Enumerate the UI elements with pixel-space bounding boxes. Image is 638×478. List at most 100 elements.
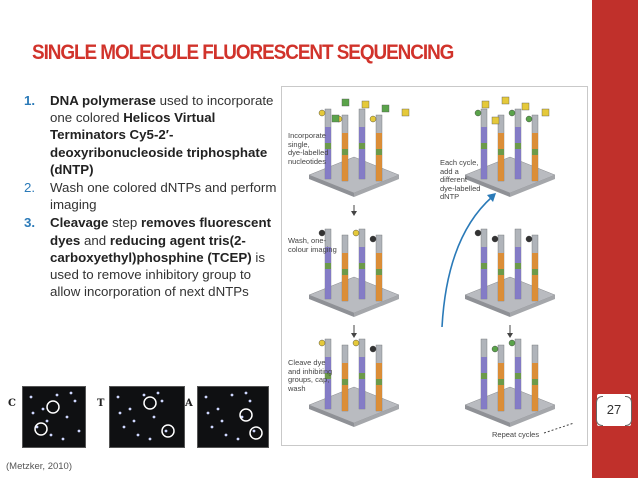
page-number: 27: [596, 394, 632, 426]
flow-cell-plate: [464, 386, 556, 424]
list-number: 3.: [24, 215, 36, 231]
label-cleave: Cleave dye and inhibiting groups, cap, w…: [288, 358, 333, 393]
arrow-head: [351, 211, 357, 216]
dna-strand-segment: [359, 127, 365, 179]
highlight-circle: [46, 400, 60, 414]
dye-label: [491, 235, 499, 243]
label-repeat: Repeat cycles: [492, 430, 540, 439]
dna-strand-segment: [359, 247, 365, 299]
fluorescent-spot: [148, 437, 152, 441]
fluorescent-spot: [128, 407, 132, 411]
dna-strand-segment: [359, 373, 365, 379]
highlight-circle: [161, 424, 175, 438]
list-text: removes fluorescent dyes: [50, 215, 272, 248]
fluorescent-spot: [152, 415, 156, 419]
label-incorporate: Incorporate single, dye-labelled nucleot…: [288, 131, 329, 166]
dye-label: [369, 345, 377, 353]
highlight-circle: [249, 426, 263, 440]
spot-letter-c: C: [8, 398, 16, 409]
list-number: 1.: [24, 93, 36, 108]
dna-strand-segment: [325, 373, 331, 379]
dna-strand-segment: [481, 373, 487, 379]
list-text: used to incorporate one colored: [50, 93, 274, 126]
fluorescent-spot: [41, 407, 45, 411]
dye-label: [318, 229, 326, 237]
highlight-circle: [143, 396, 157, 410]
dna-strand-segment: [325, 127, 331, 179]
fluorescent-spot: [29, 395, 33, 399]
list-text: Wash one colored dNTPs and perform imagi…: [50, 180, 277, 213]
dna-strand-segment: [325, 143, 331, 149]
list-text: is used to remove inhibitory group to al…: [50, 249, 266, 300]
dna-strand-segment: [376, 133, 382, 181]
dna-strand-segment: [342, 133, 348, 181]
dna-strand-segment: [498, 363, 504, 411]
label-each-cycle: Each cycle, add a different dye-labelled…: [440, 158, 481, 201]
dye-label: [474, 109, 482, 117]
flow-cell-plate-edge: [510, 175, 555, 197]
list-text: and: [80, 232, 110, 248]
cycle-arrow: [441, 196, 493, 328]
fluorescent-spot: [252, 429, 256, 433]
dna-strand-segment: [376, 379, 382, 385]
dna-strand-segment: [325, 263, 331, 269]
spot-letter-t: T: [97, 398, 105, 409]
dna-strand-segment: [515, 247, 521, 299]
fluorescent-spot: [204, 395, 208, 399]
nucleotide: [521, 102, 530, 111]
dye-label: [318, 339, 326, 347]
dna-strand-segment: [376, 253, 382, 301]
fluorescent-spot: [248, 399, 252, 403]
fluorescent-spot: [122, 425, 126, 429]
dna-strand-segment: [359, 357, 365, 409]
dye-label: [525, 235, 533, 243]
slide-title: SINGLE MOLECULE FLUORESCENT SEQUENCING: [32, 40, 454, 64]
dye-label: [369, 235, 377, 243]
dye-label: [352, 229, 360, 237]
fluorescent-spot: [220, 419, 224, 423]
list-text: Helicos Virtual Terminators Cy5-2′-deoxy…: [50, 110, 268, 177]
dna-strand-segment: [515, 143, 521, 149]
spot-image-c-svg: [29, 391, 81, 441]
nucleotide: [491, 116, 500, 125]
dna-strand-segment: [481, 247, 487, 299]
fluorescent-spot: [210, 425, 214, 429]
arrow-head: [507, 333, 513, 338]
fluorescent-spot: [73, 399, 77, 403]
spot-image-t: [109, 386, 185, 448]
nucleotide: [401, 108, 410, 117]
dna-strand-segment: [532, 149, 538, 155]
nucleotide: [331, 114, 340, 123]
flow-cell-plate: [464, 276, 556, 314]
flow-cell-plate-edge: [510, 405, 555, 427]
spot-image-t-svg: [116, 391, 175, 441]
dna-strand-segment: [532, 269, 538, 275]
dye-label: [318, 109, 326, 117]
list-item: 2.Wash one colored dNTPs and perform ima…: [24, 179, 279, 213]
dye-label: [508, 109, 516, 117]
flow-cell-plate-edge: [354, 405, 399, 427]
fluorescent-spot: [55, 393, 59, 397]
list-text: step: [108, 215, 141, 231]
flow-cell-plate-edge: [309, 405, 354, 427]
fluorescent-spot: [31, 411, 35, 415]
dye-label: [491, 345, 499, 353]
dna-strand-segment: [359, 143, 365, 149]
fluorescent-spot: [224, 433, 228, 437]
fluorescent-spot: [61, 437, 65, 441]
highlight-circle: [239, 408, 253, 422]
dna-strand-segment: [325, 357, 331, 409]
fluorescent-spot: [206, 411, 210, 415]
dye-label: [474, 229, 482, 237]
dna-strand-segment: [498, 379, 504, 385]
fluorescent-spot: [132, 419, 136, 423]
fluorescent-spot: [136, 433, 140, 437]
nucleotide: [541, 108, 550, 117]
fluorescent-spot: [244, 391, 248, 395]
fluorescent-spot: [49, 433, 53, 437]
spot-letter-a: A: [185, 398, 193, 409]
label-wash: Wash, one- colour imaging: [288, 236, 337, 254]
flow-cell-plate-edge: [465, 175, 510, 197]
dye-label: [369, 115, 377, 123]
